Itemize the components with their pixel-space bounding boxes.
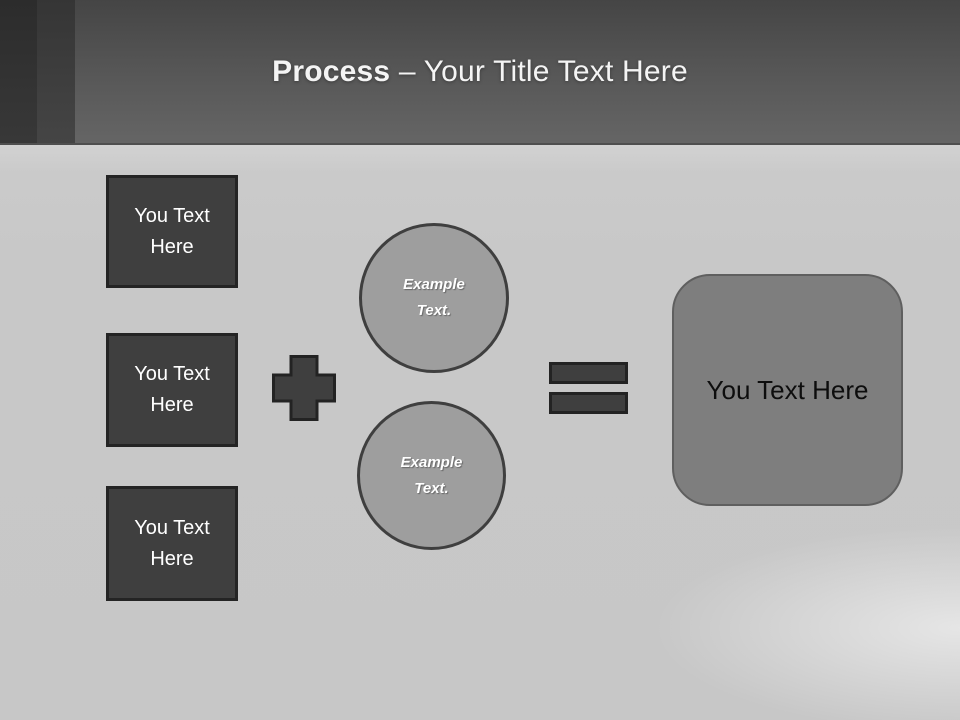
- example-circle-top-line2: Text.: [416, 302, 452, 319]
- slide-title-keyword: Process: [272, 55, 391, 88]
- equals-bar-top: [549, 362, 628, 384]
- result-box: You Text Here: [672, 274, 903, 506]
- input-box-1: You Text Here: [106, 175, 238, 288]
- slide-body: You Text Here You Text Here You Text Her…: [0, 145, 960, 720]
- slide-header: Process – Your Title Text Here: [0, 0, 960, 145]
- accent-stripe-dark: [0, 0, 37, 143]
- input-box-2: You Text Here: [106, 333, 238, 447]
- plus-icon: [272, 355, 336, 421]
- example-circle-bottom-line1: Example: [400, 453, 463, 471]
- slide-title-subtitle: – Your Title Text Here: [398, 55, 688, 88]
- slide-title: Process – Your Title Text Here: [0, 55, 960, 89]
- example-circle-bottom-line2: Text.: [414, 479, 449, 497]
- equals-bar-bottom: [549, 392, 628, 414]
- example-circle-top: Example Text.: [359, 223, 509, 373]
- example-circle-bottom: Example Text.: [357, 401, 506, 550]
- input-box-3: You Text Here: [106, 486, 238, 601]
- accent-stripe-light: [37, 0, 75, 143]
- example-circle-top-line1: Example: [403, 276, 465, 293]
- equals-icon: [549, 362, 628, 422]
